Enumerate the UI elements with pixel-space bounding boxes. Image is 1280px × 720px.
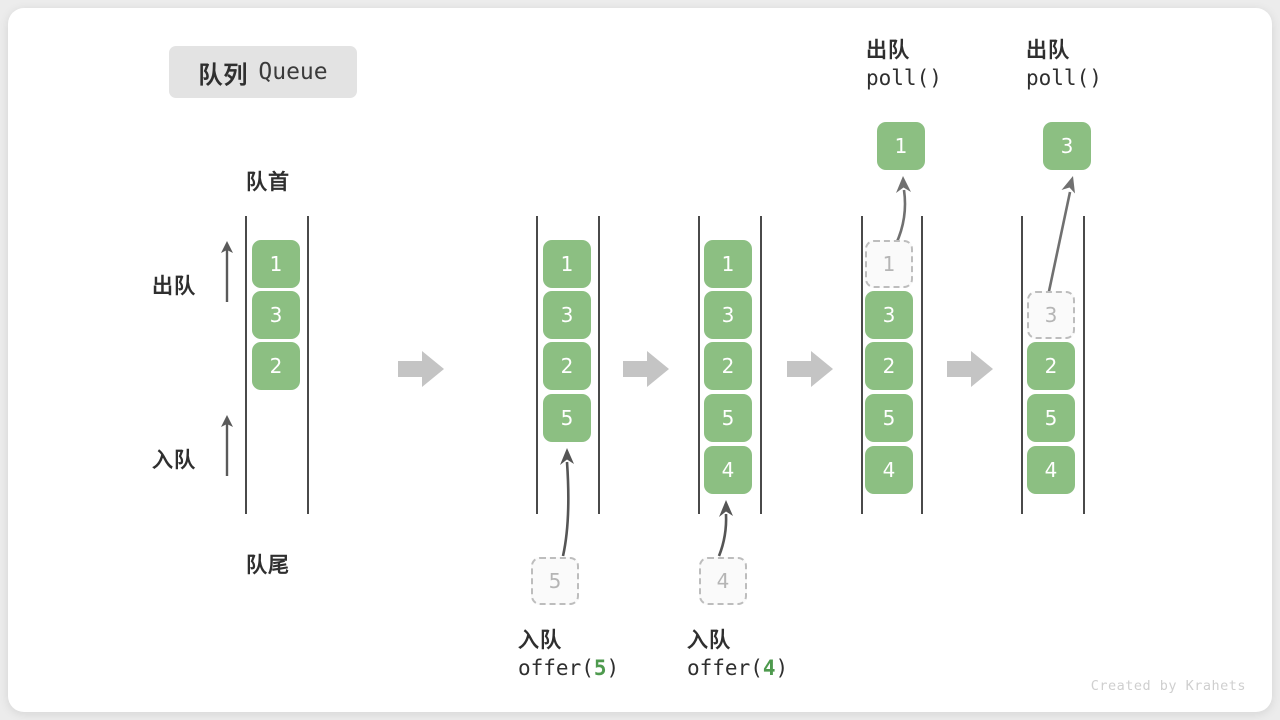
caption-line1: 出队 <box>1026 39 1070 62</box>
cell: 4 <box>865 446 913 494</box>
title-cn: 队列 <box>198 61 249 89</box>
diagram-card: 队列 Queue 队首 队尾 出队 入队 1 3 2 1 3 2 5 5 入队 … <box>8 8 1272 712</box>
col1-rail-left <box>245 216 247 514</box>
cell-ghost: 1 <box>865 240 913 288</box>
cell: 4 <box>1027 446 1075 494</box>
poll-arrow-icon <box>1046 176 1075 297</box>
incoming-ghost-cell: 5 <box>531 557 579 605</box>
cell: 3 <box>543 291 591 339</box>
cell: 1 <box>704 240 752 288</box>
outgoing-cell: 1 <box>877 122 925 170</box>
outgoing-cell: 3 <box>1043 122 1091 170</box>
offer-4-caption: 入队 offer(4) <box>687 628 788 682</box>
cell: 3 <box>252 291 300 339</box>
col2-rail-right <box>598 216 600 514</box>
incoming-ghost-cell: 4 <box>699 557 747 605</box>
title-badge: 队列 Queue <box>169 46 357 98</box>
col5-rail-left <box>1021 216 1023 514</box>
enqueue-side-arrow-icon <box>221 415 233 476</box>
cell: 3 <box>865 291 913 339</box>
step-arrow-icon <box>787 351 833 387</box>
poll-3-caption: 出队 poll() <box>1026 38 1102 92</box>
cell: 2 <box>252 342 300 390</box>
col5-rail-right <box>1083 216 1085 514</box>
offer-arrow-icon <box>560 448 574 557</box>
cell: 2 <box>704 342 752 390</box>
step-arrow-icon <box>947 351 993 387</box>
step-arrow-icon <box>623 351 669 387</box>
cell: 1 <box>252 240 300 288</box>
poll-arrow-icon <box>894 176 911 245</box>
enqueue-side-label: 入队 <box>152 449 196 472</box>
queue-front-label: 队首 <box>246 171 290 194</box>
cell: 5 <box>865 394 913 442</box>
offer-arrow-icon <box>717 500 733 557</box>
caption-line2: offer(4) <box>687 655 789 680</box>
queue-rear-label: 队尾 <box>246 554 290 577</box>
caption-line1: 出队 <box>866 39 910 62</box>
caption-line1: 入队 <box>518 629 562 652</box>
cell: 2 <box>865 342 913 390</box>
cell: 2 <box>543 342 591 390</box>
caption-line2: offer(5) <box>518 655 620 680</box>
step-arrow-icon <box>398 351 444 387</box>
cell: 5 <box>704 394 752 442</box>
caption-line2: poll() <box>866 65 942 90</box>
dequeue-side-label: 出队 <box>152 275 196 298</box>
caption-line2: poll() <box>1026 65 1102 90</box>
dequeue-side-arrow-icon <box>221 241 233 302</box>
col4-rail-left <box>861 216 863 514</box>
poll-1-caption: 出队 poll() <box>866 38 942 92</box>
cell: 1 <box>543 240 591 288</box>
cell: 4 <box>704 446 752 494</box>
col4-rail-right <box>921 216 923 514</box>
col2-rail-left <box>536 216 538 514</box>
cell: 5 <box>1027 394 1075 442</box>
col3-rail-right <box>760 216 762 514</box>
cell: 5 <box>543 394 591 442</box>
offer-5-caption: 入队 offer(5) <box>518 628 619 682</box>
cell: 3 <box>704 291 752 339</box>
credit-text: Created by Krahets <box>1090 678 1246 694</box>
cell-ghost: 3 <box>1027 291 1075 339</box>
col1-rail-right <box>307 216 309 514</box>
title-en: Queue <box>258 59 328 85</box>
cell: 2 <box>1027 342 1075 390</box>
col3-rail-left <box>698 216 700 514</box>
caption-line1: 入队 <box>687 629 731 652</box>
